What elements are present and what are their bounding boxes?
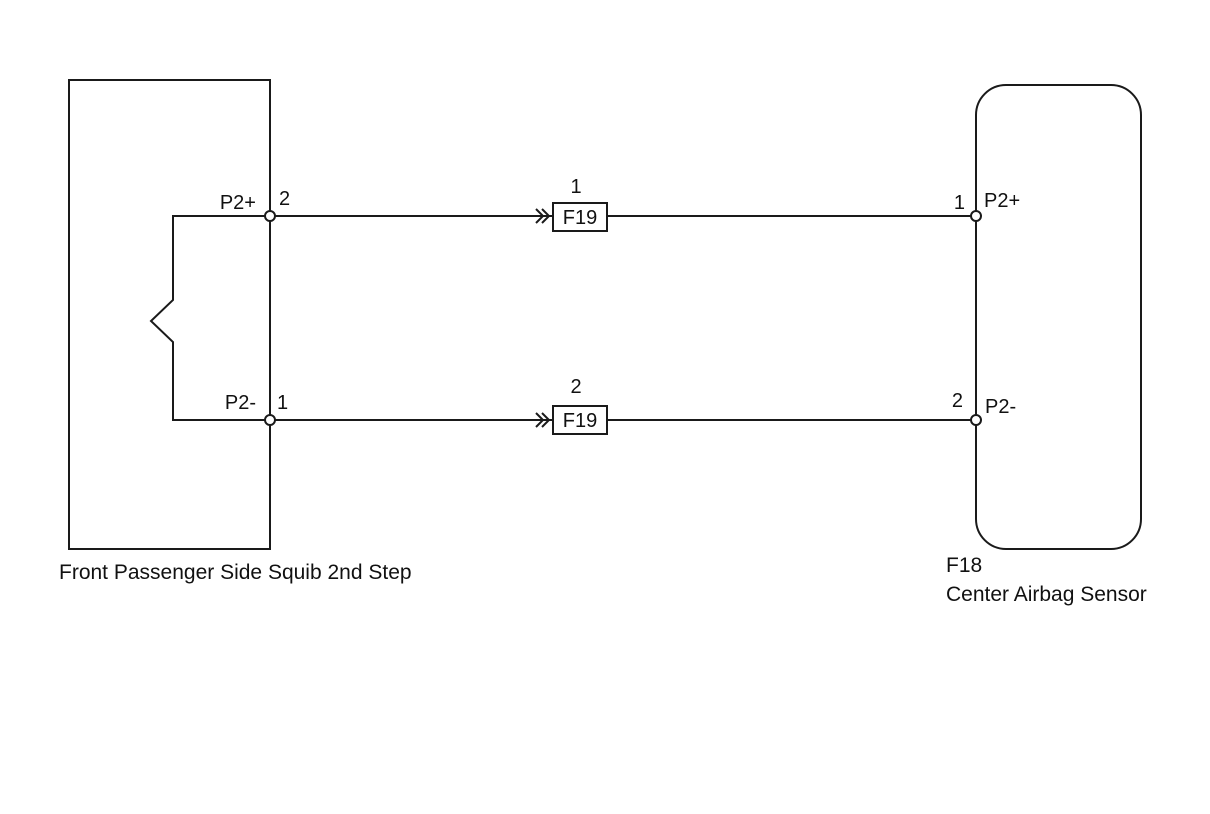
sensor-caption: Center Airbag Sensor (946, 583, 1147, 606)
junction-connector-box (552, 202, 608, 232)
airbag-sensor-component (975, 84, 1142, 550)
terminal-sensor-p2-plus (970, 210, 982, 222)
junction-connector-1: F19 1 (535, 176, 608, 232)
airbag-sensor-housing (975, 84, 1142, 550)
terminal-sensor-p2-minus (970, 414, 982, 426)
squib-caption: Front Passenger Side Squib 2nd Step (59, 561, 412, 584)
terminal-squib-p2-plus (264, 210, 276, 222)
junction-connector-box (552, 405, 608, 435)
sensor-signal-label: P2+ (984, 190, 1020, 212)
junction-pin-number: 1 (570, 176, 581, 198)
sensor-pin-number: 2 (952, 390, 963, 412)
junction-pin-number: 2 (570, 376, 581, 398)
sensor-pin-number: 1 (954, 192, 965, 214)
squib-pin-number: 1 (277, 392, 288, 414)
squib-component (68, 79, 271, 550)
junction-connector-label: F19 (563, 207, 597, 229)
connector-chevron-icon (535, 208, 551, 224)
terminal-squib-p2-minus (264, 414, 276, 426)
squib-element (149, 215, 270, 421)
squib-signal-label: P2+ (220, 192, 256, 214)
connector-chevron-icon (535, 412, 551, 428)
squib-signal-label: P2- (225, 392, 256, 414)
junction-connector-label: F19 (563, 410, 597, 432)
sensor-connector-code: F18 (946, 554, 982, 577)
junction-connector-2: F19 2 (535, 376, 608, 435)
squib-pin-number: 2 (279, 188, 290, 210)
squib-housing (68, 79, 271, 550)
sensor-signal-label: P2- (985, 396, 1016, 418)
